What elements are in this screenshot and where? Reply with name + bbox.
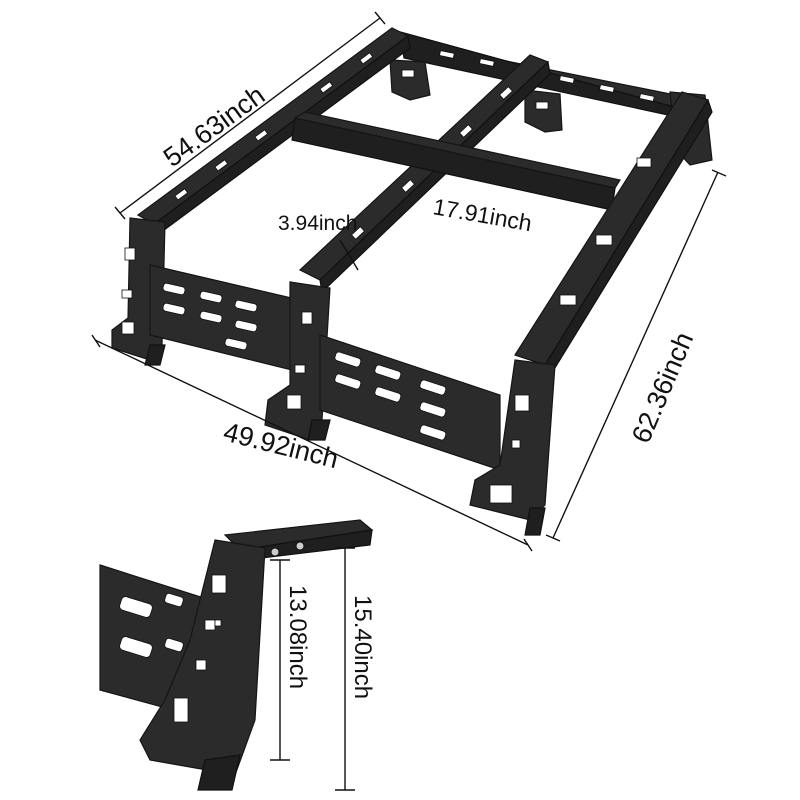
- side-length-label: 62.36inch: [626, 328, 699, 448]
- front-leg-right: [469, 359, 556, 536]
- leg-outer-label: 15.40inch: [349, 595, 376, 699]
- main-rack: [111, 27, 713, 536]
- front-leg-center: [264, 281, 331, 441]
- leg-inner-label: 13.08inch: [284, 585, 311, 689]
- leg-detail-inset: [99, 519, 374, 791]
- left-side-panel: [149, 264, 301, 373]
- dimension-crossbar-spacing: 17.91inch: [431, 193, 534, 236]
- right-side-rail: [514, 91, 713, 378]
- dimension-crossbar-width: 3.94inch: [278, 212, 359, 271]
- dimension-leg-outer: 15.40inch: [335, 547, 376, 791]
- rear-leg-left: [389, 59, 431, 101]
- dimension-top-length: 54.63inch: [114, 11, 386, 220]
- rear-leg-center: [524, 89, 563, 133]
- middle-beam: [291, 111, 621, 211]
- crossbar-width-label: 3.94inch: [278, 212, 357, 235]
- dimension-leg-inner: 13.08inch: [270, 559, 311, 761]
- right-side-panel: [319, 334, 501, 471]
- crossbar-spacing-label: 17.91inch: [431, 193, 534, 236]
